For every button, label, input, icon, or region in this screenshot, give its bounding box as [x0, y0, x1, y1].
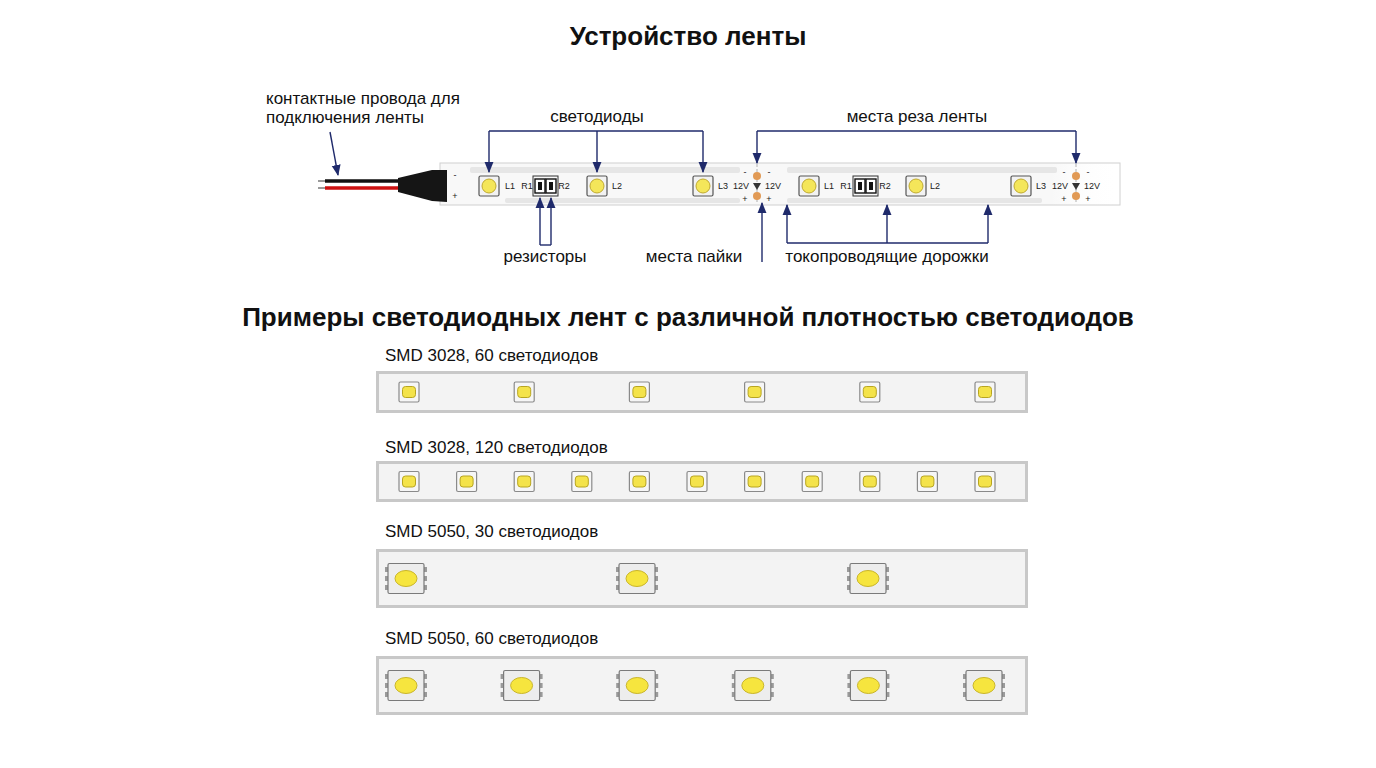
section-heading: Примеры светодиодных лент с различной пл…	[242, 303, 1134, 333]
polarity-mark: -	[1087, 167, 1090, 177]
strip-outline	[376, 461, 1028, 502]
component-ref: L1	[824, 181, 834, 191]
led-strip-sample: SMD 3028, 120 светодиодов	[376, 438, 1028, 502]
callout-label: светодиоды	[550, 107, 644, 127]
polarity-mark: -	[454, 170, 457, 180]
polarity-mark: +	[766, 194, 771, 204]
led-symbol	[802, 472, 822, 492]
voltage-mark: 12V	[765, 181, 781, 191]
led-symbol	[514, 382, 534, 402]
led-symbol	[457, 472, 477, 492]
led-symbol	[514, 472, 534, 492]
led-symbol	[616, 671, 658, 701]
led-row	[379, 659, 1025, 712]
led-symbol	[975, 472, 995, 492]
component-ref: L3	[718, 181, 728, 191]
component-ref: L2	[930, 181, 940, 191]
led-symbol	[975, 382, 995, 402]
led-symbol	[847, 671, 889, 701]
led-symbol	[501, 671, 543, 701]
led-symbol	[629, 472, 649, 492]
component-ref: L2	[612, 181, 622, 191]
polarity-mark: -	[744, 167, 747, 177]
conductive-trace	[470, 167, 1057, 203]
led-row	[379, 552, 1025, 605]
led-symbol	[847, 564, 889, 594]
component-ref: R1	[840, 181, 852, 191]
cut-mark	[753, 164, 1080, 204]
led-symbol	[745, 472, 765, 492]
led-symbol	[385, 564, 427, 594]
led-symbol	[963, 671, 1005, 701]
strip-caption: SMD 3028, 120 светодиодов	[376, 438, 1028, 458]
strip-outline	[376, 549, 1028, 608]
strip-caption: SMD 5050, 60 светодиодов	[376, 629, 1028, 649]
voltage-mark: 12V	[1052, 181, 1068, 191]
led-row	[379, 464, 1025, 499]
component-ref: L3	[1036, 181, 1046, 191]
component-ref: L1	[505, 181, 515, 191]
component-ref: R2	[558, 181, 570, 191]
led-symbol	[572, 472, 592, 492]
led-symbol	[479, 176, 1031, 196]
led-symbol	[732, 671, 774, 701]
strip-outline	[376, 371, 1028, 413]
strip-outline	[376, 656, 1028, 715]
resistor-symbol	[533, 176, 878, 196]
led-strip-sample: SMD 3028, 60 светодиодов	[376, 346, 1028, 413]
led-strip-sample: SMD 5050, 30 светодиодов	[376, 522, 1028, 608]
component-ref: R1	[521, 181, 533, 191]
led-symbol	[745, 382, 765, 402]
callout-label: места реза ленты	[847, 107, 988, 127]
led-symbol	[860, 382, 880, 402]
strip-body	[440, 163, 1120, 205]
polarity-mark: +	[452, 191, 457, 201]
polarity-mark: +	[1085, 194, 1090, 204]
led-symbol	[385, 671, 427, 701]
polarity-mark: -	[768, 167, 771, 177]
led-row	[379, 374, 1025, 410]
polarity-mark: +	[1061, 194, 1066, 204]
led-symbol	[399, 472, 419, 492]
led-symbol	[629, 382, 649, 402]
voltage-mark: 12V	[1084, 181, 1100, 191]
callout-label: контактные провода для подключения ленты	[266, 89, 481, 127]
strip-caption: SMD 3028, 60 светодиодов	[376, 346, 1028, 366]
led-symbol	[917, 472, 937, 492]
polarity-mark: -	[1063, 167, 1066, 177]
leader-line	[330, 131, 1076, 262]
callout-label: резисторы	[503, 247, 586, 267]
callout-label: токопроводящие дорожки	[785, 247, 988, 267]
callout-label: места пайки	[646, 247, 743, 267]
page-title: Устройство ленты	[0, 22, 1376, 52]
led-symbol	[399, 382, 419, 402]
voltage-mark: 12V	[733, 181, 749, 191]
led-symbol	[687, 472, 707, 492]
component-ref: R2	[879, 181, 891, 191]
strip-caption: SMD 5050, 30 светодиодов	[376, 522, 1028, 542]
led-symbol	[616, 564, 658, 594]
led-strip-sample: SMD 5050, 60 светодиодов	[376, 629, 1028, 715]
polarity-mark: +	[742, 194, 747, 204]
led-symbol	[860, 472, 880, 492]
